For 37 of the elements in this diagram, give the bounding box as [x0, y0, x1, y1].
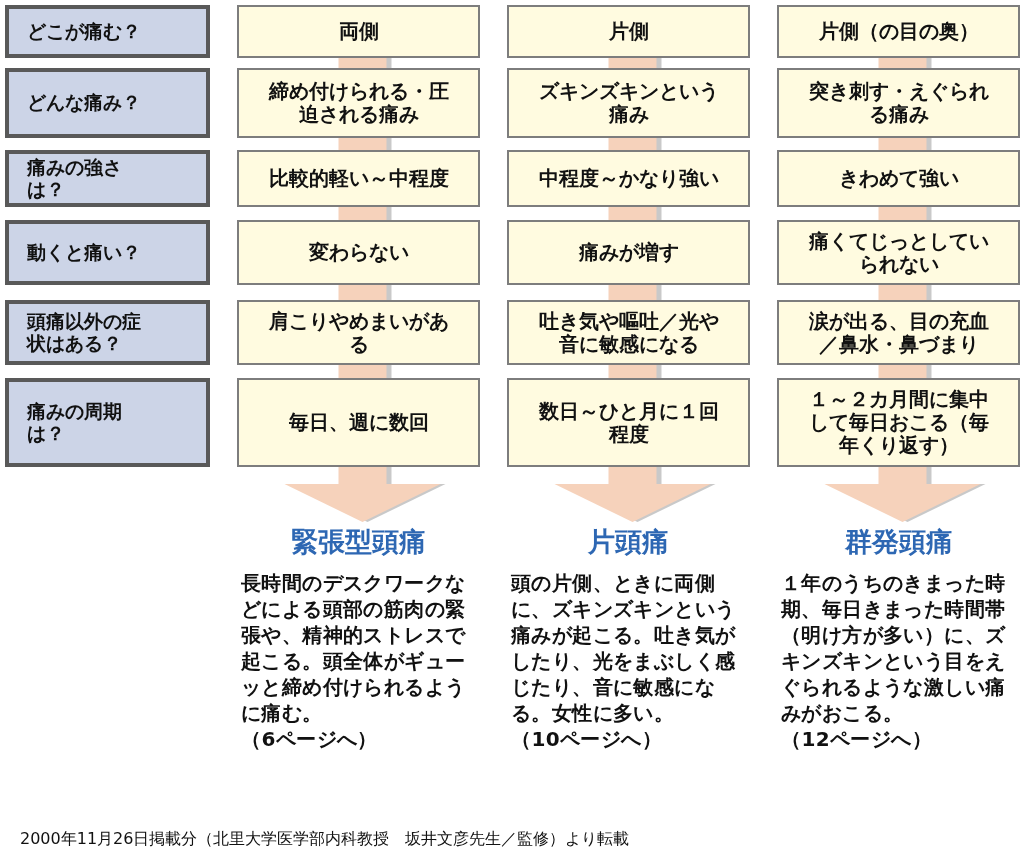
- page-reference: （6ページへ）: [241, 726, 379, 752]
- answer-box: １～２カ月間に集中して毎日おこる（毎年くり返す）: [777, 378, 1020, 467]
- question-box: 痛みの強さは？: [5, 150, 210, 207]
- description-text: 長時間のデスクワークなどによる頭部の筋肉の緊張や、精神的ストレスで起こる。頭全体がギューッと締め付けられるように痛む。: [241, 570, 467, 726]
- question-box: どんな痛み？: [5, 68, 210, 138]
- answer-box: 締め付けられる・圧迫される痛み: [237, 68, 480, 138]
- description-text: １年のうちのきまった時期、毎日きまった時間帯（明け方が多い）に、ズキンズキンという目をえぐられるような激しい痛みがおこる。: [781, 570, 1007, 726]
- answer-box: 中程度～かなり強い: [507, 150, 750, 207]
- page-reference: （10ページへ）: [511, 726, 664, 752]
- answer-box: ズキンズキンという痛み: [507, 68, 750, 138]
- headache-type-title: 片頭痛: [507, 522, 750, 562]
- arrow: [554, 467, 711, 522]
- answer-box: 毎日、週に数回: [237, 378, 480, 467]
- answer-box: きわめて強い: [777, 150, 1020, 207]
- arrow: [824, 467, 981, 522]
- description-text: 頭の片側、ときに両側に、ズキンズキンという痛みが起こる。吐き気がしたり、光をまぶしく感じたり、音に敏感になる。女性に多い。: [511, 570, 737, 726]
- question-box: 痛みの周期は？: [5, 378, 210, 467]
- source-note: 2000年11月26日掲載分（北里大学医学部内科教授 坂井文彦先生／監修）より転載: [20, 829, 630, 850]
- headache-type-title: 群発頭痛: [777, 522, 1020, 562]
- headache-type-title: 緊張型頭痛: [237, 522, 480, 562]
- page-reference: （12ページへ）: [781, 726, 934, 752]
- answer-box: 変わらない: [237, 220, 480, 285]
- question-box: 動くと痛い？: [5, 220, 210, 285]
- answer-box: 数日～ひと月に１回程度: [507, 378, 750, 467]
- answer-box: 肩こりやめまいがある: [237, 300, 480, 365]
- answer-box: 涙が出る、目の充血／鼻水・鼻づまり: [777, 300, 1020, 365]
- answer-box: 痛みが増す: [507, 220, 750, 285]
- answer-box: 片側（の目の奥）: [777, 5, 1020, 58]
- answer-box: 両側: [237, 5, 480, 58]
- answer-box: 突き刺す・えぐられる痛み: [777, 68, 1020, 138]
- answer-box: 片側: [507, 5, 750, 58]
- answer-box: 比較的軽い～中程度: [237, 150, 480, 207]
- question-box: 頭痛以外の症状はある？: [5, 300, 210, 365]
- arrow: [284, 467, 441, 522]
- answer-box: 痛くてじっとしていられない: [777, 220, 1020, 285]
- question-box: どこが痛む？: [5, 5, 210, 58]
- answer-box: 吐き気や嘔吐／光や音に敏感になる: [507, 300, 750, 365]
